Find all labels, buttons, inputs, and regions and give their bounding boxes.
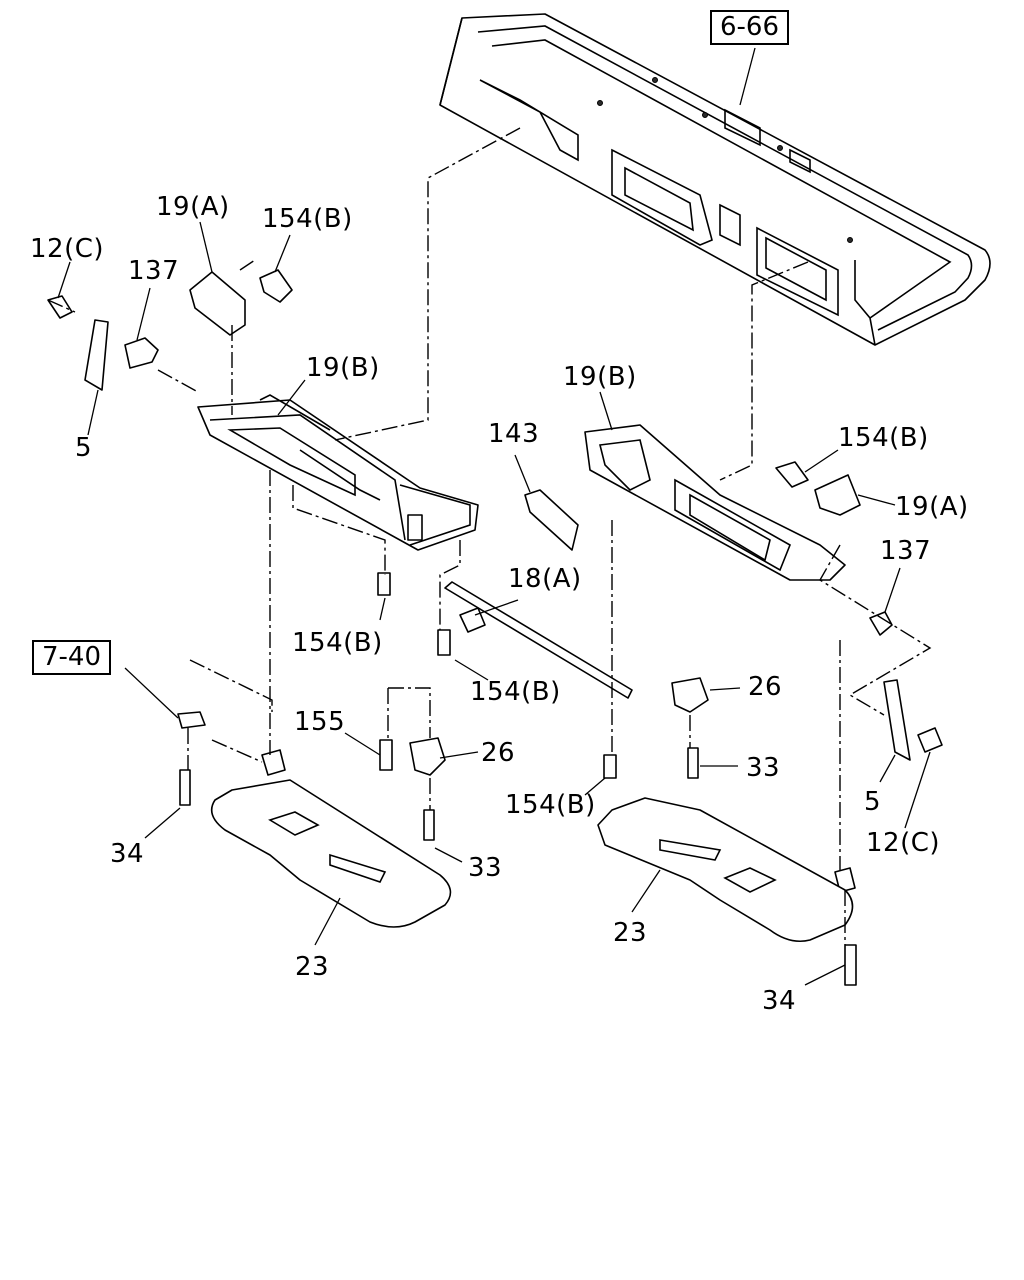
pivot-left xyxy=(261,749,286,776)
screw-33-left xyxy=(423,809,435,841)
bolt-154b-top xyxy=(259,269,293,303)
trim-5-right xyxy=(883,679,911,761)
bolt-154b-mid xyxy=(437,629,451,656)
bolt-154b-mid-left xyxy=(377,572,391,596)
trim-5-left xyxy=(84,319,109,391)
bar-18a xyxy=(444,581,633,699)
screw-33-right xyxy=(687,747,699,779)
roof-panel xyxy=(439,13,991,346)
screw-34-right xyxy=(844,944,857,986)
callout-18a: 18(A) xyxy=(508,564,582,594)
hook-26-right xyxy=(671,677,709,713)
screw-34-left xyxy=(179,769,191,806)
sun-visor-23-left xyxy=(210,779,452,928)
bolt-154b-right xyxy=(775,461,809,488)
screw-12c-left xyxy=(47,295,73,319)
clip-137-right xyxy=(869,611,893,636)
bracket-19a-right xyxy=(814,474,861,516)
bracket-19a-left xyxy=(189,271,246,336)
callout-5-right: 5 xyxy=(864,787,882,817)
bolt-154b-bottom xyxy=(603,754,617,779)
callout-23-right: 23 xyxy=(613,918,648,948)
clip-137-left xyxy=(124,337,159,369)
callout-34-right: 34 xyxy=(762,986,797,1016)
callout-19b-left: 19(B) xyxy=(306,353,380,383)
callout-19a-left: 19(A) xyxy=(156,192,230,222)
pivot-right xyxy=(834,867,856,893)
reference-box-7-40[interactable]: 7-40 xyxy=(32,640,112,675)
hook-26-left xyxy=(409,737,446,776)
callout-154b-bottom: 154(B) xyxy=(505,790,596,820)
console-19b-left xyxy=(197,394,479,551)
callout-34-left: 34 xyxy=(110,839,145,869)
callout-137-left: 137 xyxy=(128,256,180,286)
callout-155: 155 xyxy=(294,707,346,737)
callout-5-left: 5 xyxy=(75,433,93,463)
console-19b-right xyxy=(584,424,846,581)
grille-143 xyxy=(524,489,579,551)
clip-7-40 xyxy=(177,711,206,729)
callout-33-left: 33 xyxy=(468,853,503,883)
callout-154b-top: 154(B) xyxy=(262,204,353,234)
callout-12c-left: 12(C) xyxy=(30,234,105,264)
reference-box-6-66[interactable]: 6-66 xyxy=(710,10,790,45)
callout-26-left: 26 xyxy=(481,738,516,768)
callout-154b-right: 154(B) xyxy=(838,423,929,453)
callout-33-right: 33 xyxy=(746,753,781,783)
callout-23-left: 23 xyxy=(295,952,330,982)
callout-154b-mid-left: 154(B) xyxy=(292,628,383,658)
callout-26-right: 26 xyxy=(748,672,783,702)
callout-154b-mid: 154(B) xyxy=(470,677,561,707)
callout-12c-right: 12(C) xyxy=(866,828,941,858)
screw-12c-right xyxy=(917,727,943,753)
bar-18a-tab xyxy=(459,607,486,633)
callout-137-right: 137 xyxy=(880,536,932,566)
callout-19a-right: 19(A) xyxy=(895,492,969,522)
callout-19b-right: 19(B) xyxy=(563,362,637,392)
screw-155 xyxy=(379,739,393,771)
callout-143: 143 xyxy=(488,419,540,449)
